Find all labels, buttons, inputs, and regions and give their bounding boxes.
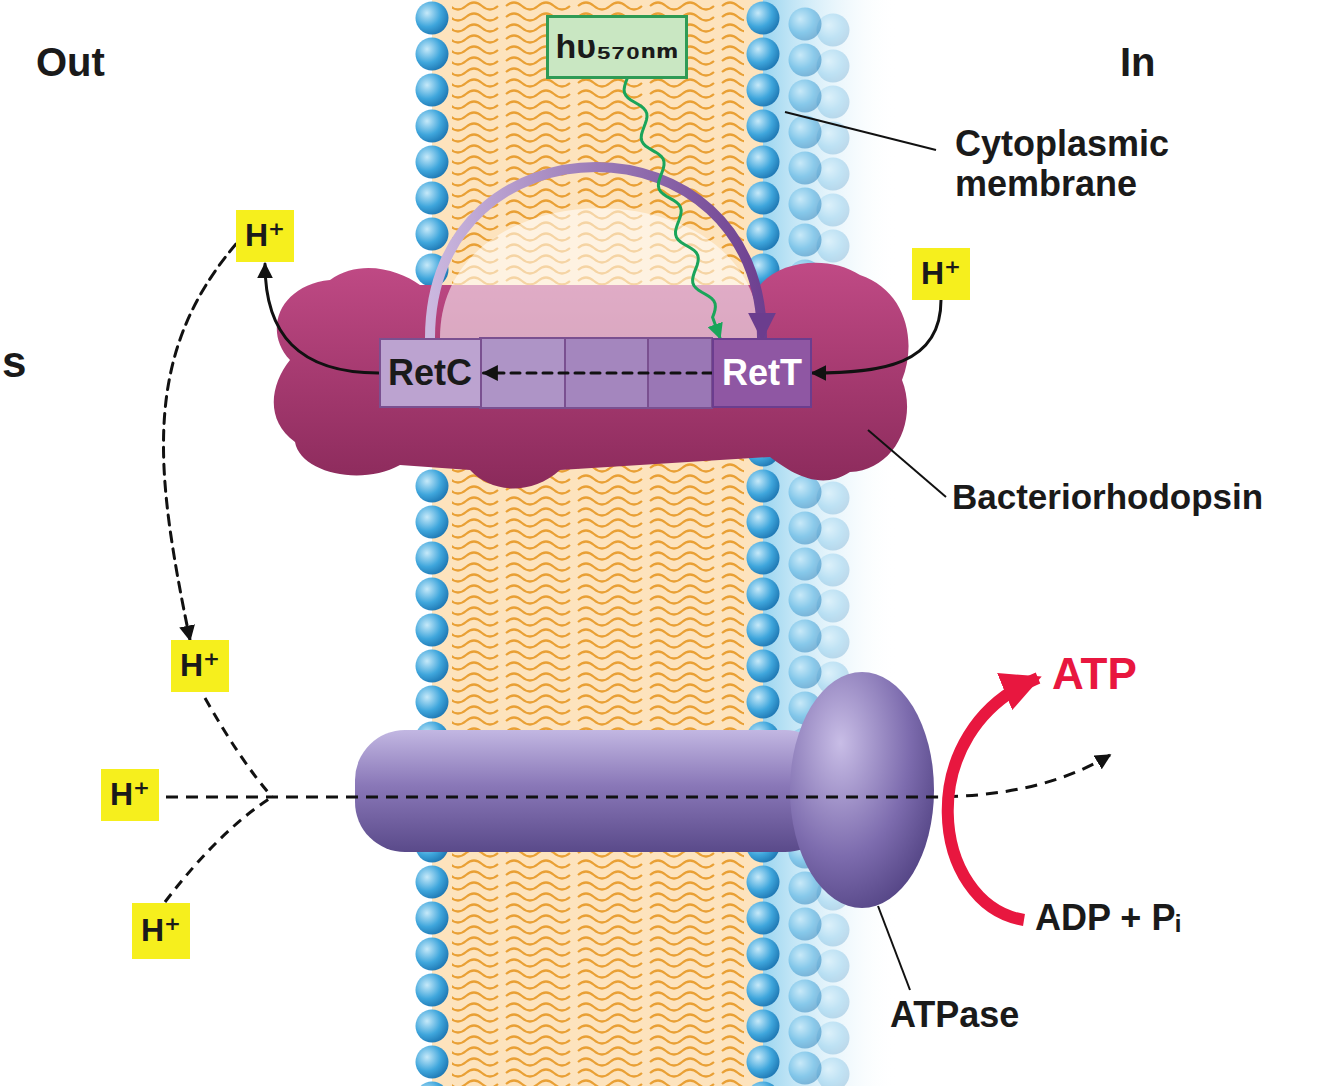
product-label: ATP [1052, 650, 1137, 698]
proton-tag: H⁺ [132, 903, 190, 959]
substrate-label: ADP + Pᵢ [1035, 898, 1180, 938]
node-text: H⁺ [141, 913, 181, 948]
leader-line [868, 430, 946, 497]
side-label: In [1120, 40, 1156, 84]
lipid-heads [414, 0, 450, 1086]
leader-line [878, 906, 910, 990]
proton-path [166, 755, 1110, 797]
proton-tag: H⁺ [171, 640, 229, 692]
membrane-label: Cytoplasmic membrane [955, 124, 1225, 203]
atpase-head [790, 672, 934, 908]
proton-release-arrow [265, 264, 379, 373]
enzyme-label: ATPase [890, 995, 1019, 1035]
proton-tag: H⁺ [236, 210, 294, 262]
lipid-heads [745, 0, 781, 1086]
atp-synthesis-arrow [948, 678, 1038, 920]
proton-flow-arrow [163, 244, 236, 640]
proton-path [205, 698, 272, 797]
leader-line [785, 112, 936, 150]
protein-label: Bacteriorhodopsin [952, 478, 1263, 517]
proton-uptake-arrow [812, 300, 941, 373]
side-label: Out [36, 40, 105, 84]
atpase-stalk [355, 730, 835, 852]
proton-tag: H⁺ [101, 769, 159, 821]
node-text: H⁺ [180, 648, 220, 683]
node-text: hυ₅₇₀ₙₘ [555, 28, 678, 65]
cut-off-letter: s [2, 338, 26, 386]
proton-path [165, 797, 272, 902]
node-text: RetT [722, 353, 802, 393]
proton-transfer-arrow [484, 372, 713, 375]
node-text: H⁺ [921, 256, 961, 291]
isomerization-arrow [430, 167, 762, 338]
photon-energy-box: hυ₅₇₀ₙₘ [546, 15, 688, 79]
proton-tag: H⁺ [912, 248, 970, 300]
node-text: H⁺ [245, 218, 285, 253]
retinal-trans-box: RetT [712, 338, 812, 408]
light-wave-arrow [624, 79, 720, 338]
node-text: H⁺ [110, 777, 150, 812]
retinal-cis-box: RetC [379, 338, 482, 408]
lipid-heads [787, 6, 823, 1086]
node-text: RetC [388, 353, 472, 393]
